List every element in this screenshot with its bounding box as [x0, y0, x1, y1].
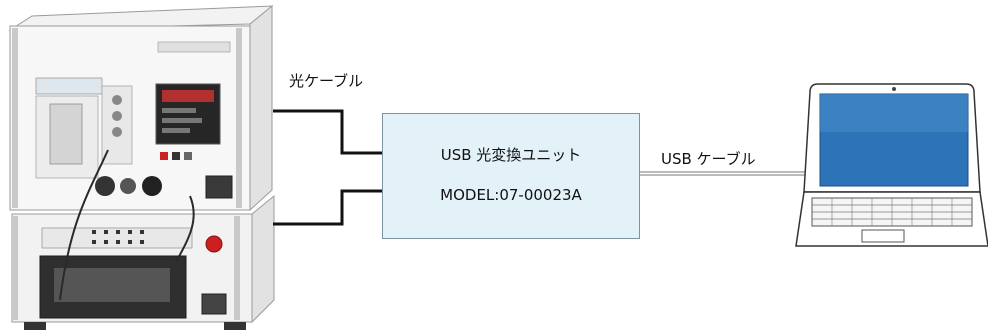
control-unit-illustration [8, 4, 275, 330]
usb-cable-line [640, 171, 810, 176]
usb-cable-label: USB ケーブル [661, 150, 756, 168]
converter-name: USB 光変換ユニット [440, 146, 582, 164]
converter-model: MODEL:07-00023A [440, 186, 582, 204]
usb-optical-converter-box: USB 光変換ユニット MODEL:07-00023A [382, 113, 640, 239]
optical-cable-label: 光ケーブル [289, 72, 364, 90]
laptop-illustration [795, 83, 988, 247]
optical-cable-lines [273, 109, 382, 226]
